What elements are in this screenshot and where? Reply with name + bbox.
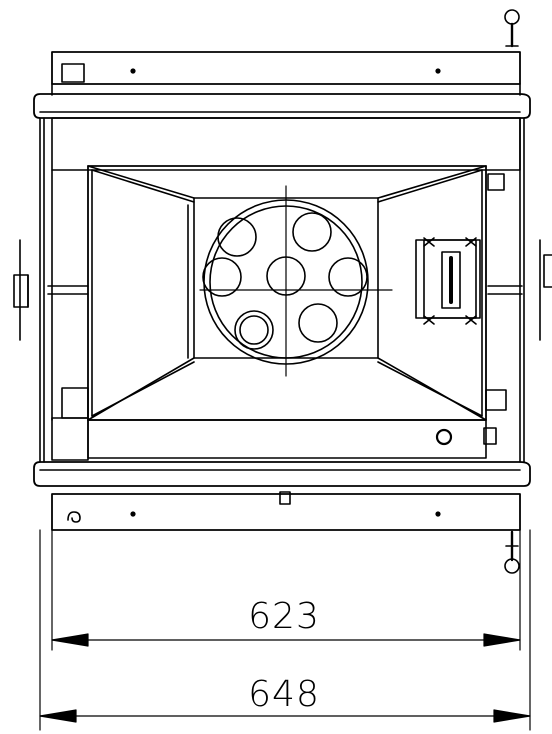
burner-hole-bottom-left [234, 310, 274, 350]
dimension-line-inner [51, 633, 521, 647]
burner-hole-center [266, 256, 306, 296]
adjust-knob-icon [435, 428, 453, 446]
combustion-chamber [87, 165, 487, 421]
burner-plate [199, 185, 393, 377]
outer-frame [39, 117, 525, 463]
right-side-lug [487, 239, 552, 341]
hook-icon [67, 511, 81, 523]
dimension-label-inner: 623 [248, 596, 320, 637]
bottom-lifting-ring-icon [504, 530, 520, 574]
inspection-hatch [415, 237, 481, 325]
left-frame-tabs [51, 387, 89, 461]
top-frame-bar [33, 93, 531, 171]
burner-hole-bottom-right [298, 303, 338, 343]
bottom-frame-bar [33, 461, 531, 487]
bottom-inner-rail [87, 419, 487, 459]
dimension-extension-lines [39, 529, 531, 731]
top-lifting-ring-icon [504, 9, 520, 48]
burner-hole-top-right [292, 212, 332, 252]
burner-hole-top-left [217, 217, 257, 257]
bottom-rail [51, 491, 521, 531]
right-frame-tabs [483, 173, 507, 445]
dimension-label-outer: 648 [248, 674, 320, 715]
burner-hole-left [202, 257, 242, 297]
burner-hole-right [328, 257, 368, 297]
left-side-lug [13, 239, 89, 341]
clip-icon [423, 237, 477, 325]
dimension-line-outer [39, 709, 531, 723]
top-rail [51, 51, 521, 96]
